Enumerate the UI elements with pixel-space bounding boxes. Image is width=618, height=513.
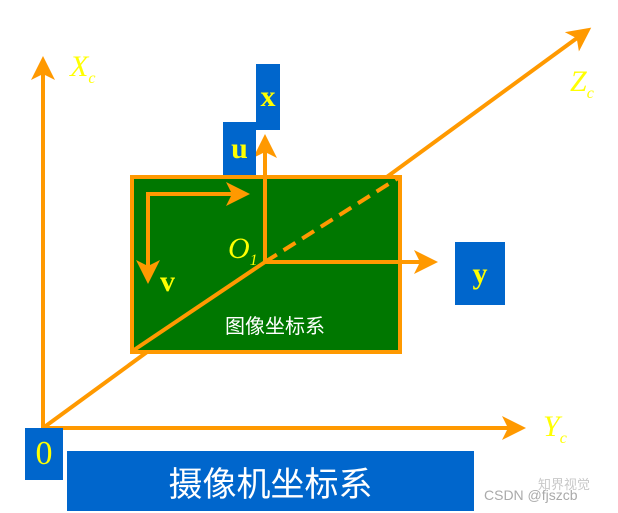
yc-sub: c — [559, 430, 567, 447]
o1-sub: 1 — [249, 252, 258, 269]
optical-axis-inside — [132, 260, 267, 352]
watermark-brand: 知界视觉 — [538, 477, 591, 492]
uv-frame — [146, 192, 240, 275]
optical-axis-dashed — [263, 176, 400, 264]
camera-frame-title: 摄像机坐标系 — [67, 451, 474, 511]
watermark-credit: CSDN @fjszcb — [484, 487, 578, 503]
yc-text: Y — [543, 410, 560, 443]
image-plane-title: 图像坐标系 — [225, 314, 325, 338]
y-box: y — [455, 242, 505, 305]
u-box: u — [223, 122, 256, 175]
xc-label: Xc — [70, 50, 95, 88]
x-box: x — [256, 64, 280, 130]
xc-sub: c — [88, 70, 96, 87]
v-label: v — [160, 265, 175, 298]
zc-text: Z — [570, 65, 587, 98]
zc-sub: c — [586, 85, 594, 102]
zc-label: Zc — [570, 65, 594, 103]
xc-text: X — [70, 50, 89, 83]
yc-label: Yc — [543, 410, 567, 448]
origin-box: 0 — [25, 428, 63, 480]
o1-label: O1 — [228, 232, 258, 270]
o1-text: O — [228, 232, 250, 265]
